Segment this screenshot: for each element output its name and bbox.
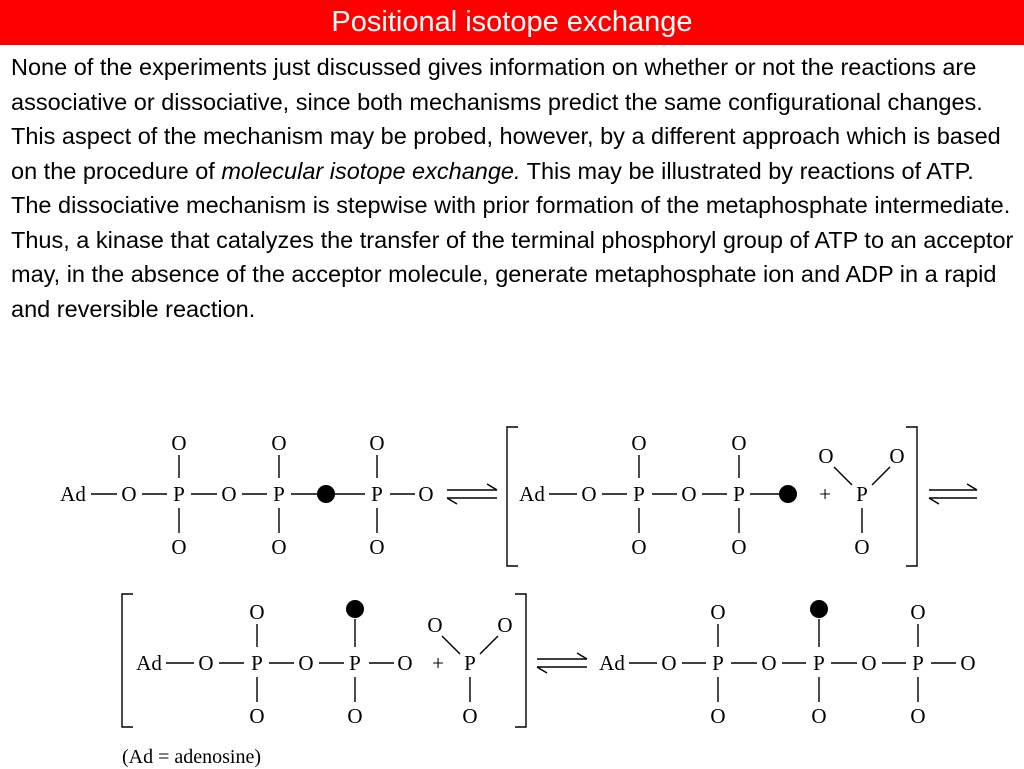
oxygen-atom: O xyxy=(861,651,876,675)
adenosine-label: Ad xyxy=(60,482,86,506)
phosphorus-atom: P xyxy=(251,651,263,675)
oxygen-atom: O xyxy=(854,535,869,559)
oxygen-atom: O xyxy=(418,482,433,506)
phosphorus-atom: P xyxy=(349,651,361,675)
oxygen-atom: O xyxy=(121,482,136,506)
phosphorus-atom: P xyxy=(464,651,476,675)
oxygen-atom: O xyxy=(271,535,286,559)
plus-sign: + xyxy=(819,482,831,506)
oxygen-atom: O xyxy=(960,651,975,675)
phosphorus-atom: P xyxy=(733,482,745,506)
oxygen-atom: O xyxy=(731,535,746,559)
oxygen-atom: O xyxy=(171,535,186,559)
oxygen-atom: O xyxy=(271,431,286,455)
phosphorus-atom: P xyxy=(856,482,868,506)
labeled-oxygen-dots xyxy=(317,485,828,618)
body-paragraph: None of the experiments just discussed g… xyxy=(11,50,1016,326)
oxygen-atom: O xyxy=(347,704,362,728)
phosphorus-atom: P xyxy=(813,651,825,675)
labeled-oxygen-dot xyxy=(779,485,797,503)
slide-title: Positional isotope exchange xyxy=(0,0,1024,45)
oxygen-atom: O xyxy=(198,651,213,675)
oxygen-atom: O xyxy=(298,651,313,675)
oxygen-atom: O xyxy=(369,535,384,559)
oxygen-atom: O xyxy=(427,613,442,637)
oxygen-atom: O xyxy=(889,444,904,468)
paragraph-text-1: None of the experiments just discussed g… xyxy=(11,54,1001,184)
adenosine-label: Ad xyxy=(599,651,625,675)
oxygen-atom: O xyxy=(497,613,512,637)
phosphorus-atom: P xyxy=(633,482,645,506)
labeled-oxygen-dot xyxy=(317,485,335,503)
scheme-atom-labels: Ad O P O P P O O O O O O O Ad O P O P O … xyxy=(60,431,975,728)
oxygen-atom: O xyxy=(811,704,826,728)
phosphorus-atom: P xyxy=(173,482,185,506)
paragraph-text-2: This may be illustrated by reactions of … xyxy=(11,157,1014,322)
oxygen-atom: O xyxy=(631,431,646,455)
oxygen-atom: O xyxy=(910,704,925,728)
oxygen-atom: O xyxy=(397,651,412,675)
paragraph-italic-term: molecular isotope exchange. xyxy=(221,157,521,184)
phosphorus-atom: P xyxy=(712,651,724,675)
plus-sign: + xyxy=(432,651,444,675)
phosphorus-atom: P xyxy=(371,482,383,506)
labeled-oxygen-dot xyxy=(810,600,828,618)
oxygen-atom: O xyxy=(581,482,596,506)
oxygen-atom: O xyxy=(631,535,646,559)
oxygen-atom: O xyxy=(369,431,384,455)
oxygen-atom: O xyxy=(710,600,725,624)
labeled-oxygen-dot xyxy=(346,600,364,618)
adenosine-label: Ad xyxy=(519,482,545,506)
scheme-bonds xyxy=(91,426,978,728)
oxygen-atom: O xyxy=(681,482,696,506)
adenosine-label: Ad xyxy=(136,651,162,675)
oxygen-atom: O xyxy=(910,600,925,624)
oxygen-atom: O xyxy=(661,651,676,675)
oxygen-atom: O xyxy=(731,431,746,455)
oxygen-atom: O xyxy=(249,600,264,624)
oxygen-atom: O xyxy=(710,704,725,728)
adenosine-caption: (Ad = adenosine) xyxy=(122,746,262,768)
oxygen-atom: O xyxy=(761,651,776,675)
oxygen-atom: O xyxy=(462,704,477,728)
oxygen-atom: O xyxy=(221,482,236,506)
oxygen-atom: O xyxy=(249,704,264,728)
phosphorus-atom: P xyxy=(912,651,924,675)
oxygen-atom: O xyxy=(818,444,833,468)
oxygen-atom: O xyxy=(171,431,186,455)
phosphorus-atom: P xyxy=(273,482,285,506)
